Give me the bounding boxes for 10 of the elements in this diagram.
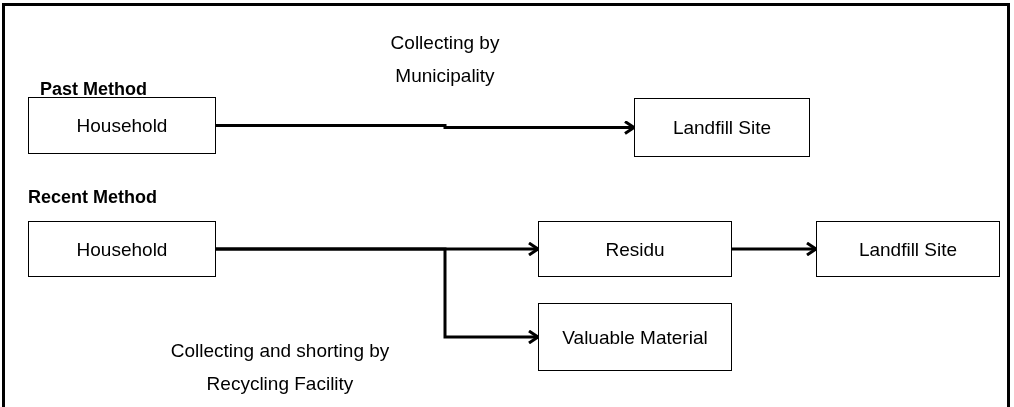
process-box: Landfill Site bbox=[634, 98, 810, 157]
process-box: Household bbox=[28, 97, 216, 154]
process-box: Residu bbox=[538, 221, 732, 277]
arrow bbox=[216, 247, 540, 345]
process-box: Household bbox=[28, 221, 216, 277]
arrow bbox=[216, 120, 636, 135]
arrow bbox=[732, 241, 818, 257]
section-heading: Recent Method bbox=[28, 186, 157, 209]
process-box: Valuable Material bbox=[538, 303, 732, 371]
process-box: Landfill Site bbox=[816, 221, 1000, 277]
